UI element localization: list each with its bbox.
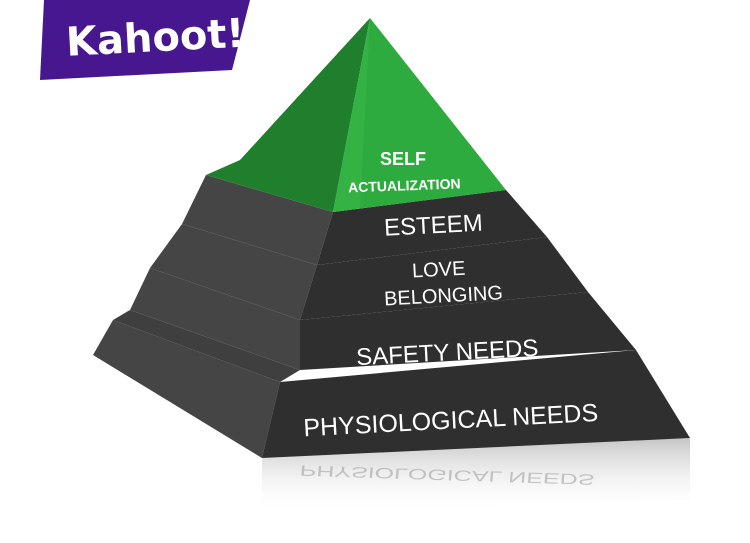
tier-safety-needs (130, 268, 636, 370)
tier-side (93, 320, 280, 458)
logo-badge (40, 0, 250, 80)
tier-front (333, 18, 506, 212)
tier-side (206, 18, 370, 212)
kahoot-logo: Kahoot! (40, 0, 250, 80)
tier-front (300, 292, 636, 370)
tier-self-actualization (206, 18, 506, 212)
label-love: LOVE (411, 258, 465, 283)
base-reflection (262, 438, 690, 515)
tier-front (262, 350, 690, 458)
tier-front (300, 237, 588, 320)
tier-top (113, 310, 300, 382)
label-self: SELF (380, 149, 426, 169)
tier-side (150, 224, 317, 320)
label-actualization: ACTUALIZATION (348, 175, 461, 195)
tier-love-belonging (150, 224, 588, 320)
tier-side (182, 175, 333, 265)
logo-text: Kahoot! (65, 11, 246, 66)
tier-physiological-needs (93, 310, 690, 458)
tier-highlight (333, 18, 370, 212)
tier-esteem (182, 175, 547, 265)
tier-side (130, 268, 300, 370)
label-esteem: ESTEEM (383, 210, 483, 242)
tier-front (317, 190, 547, 265)
